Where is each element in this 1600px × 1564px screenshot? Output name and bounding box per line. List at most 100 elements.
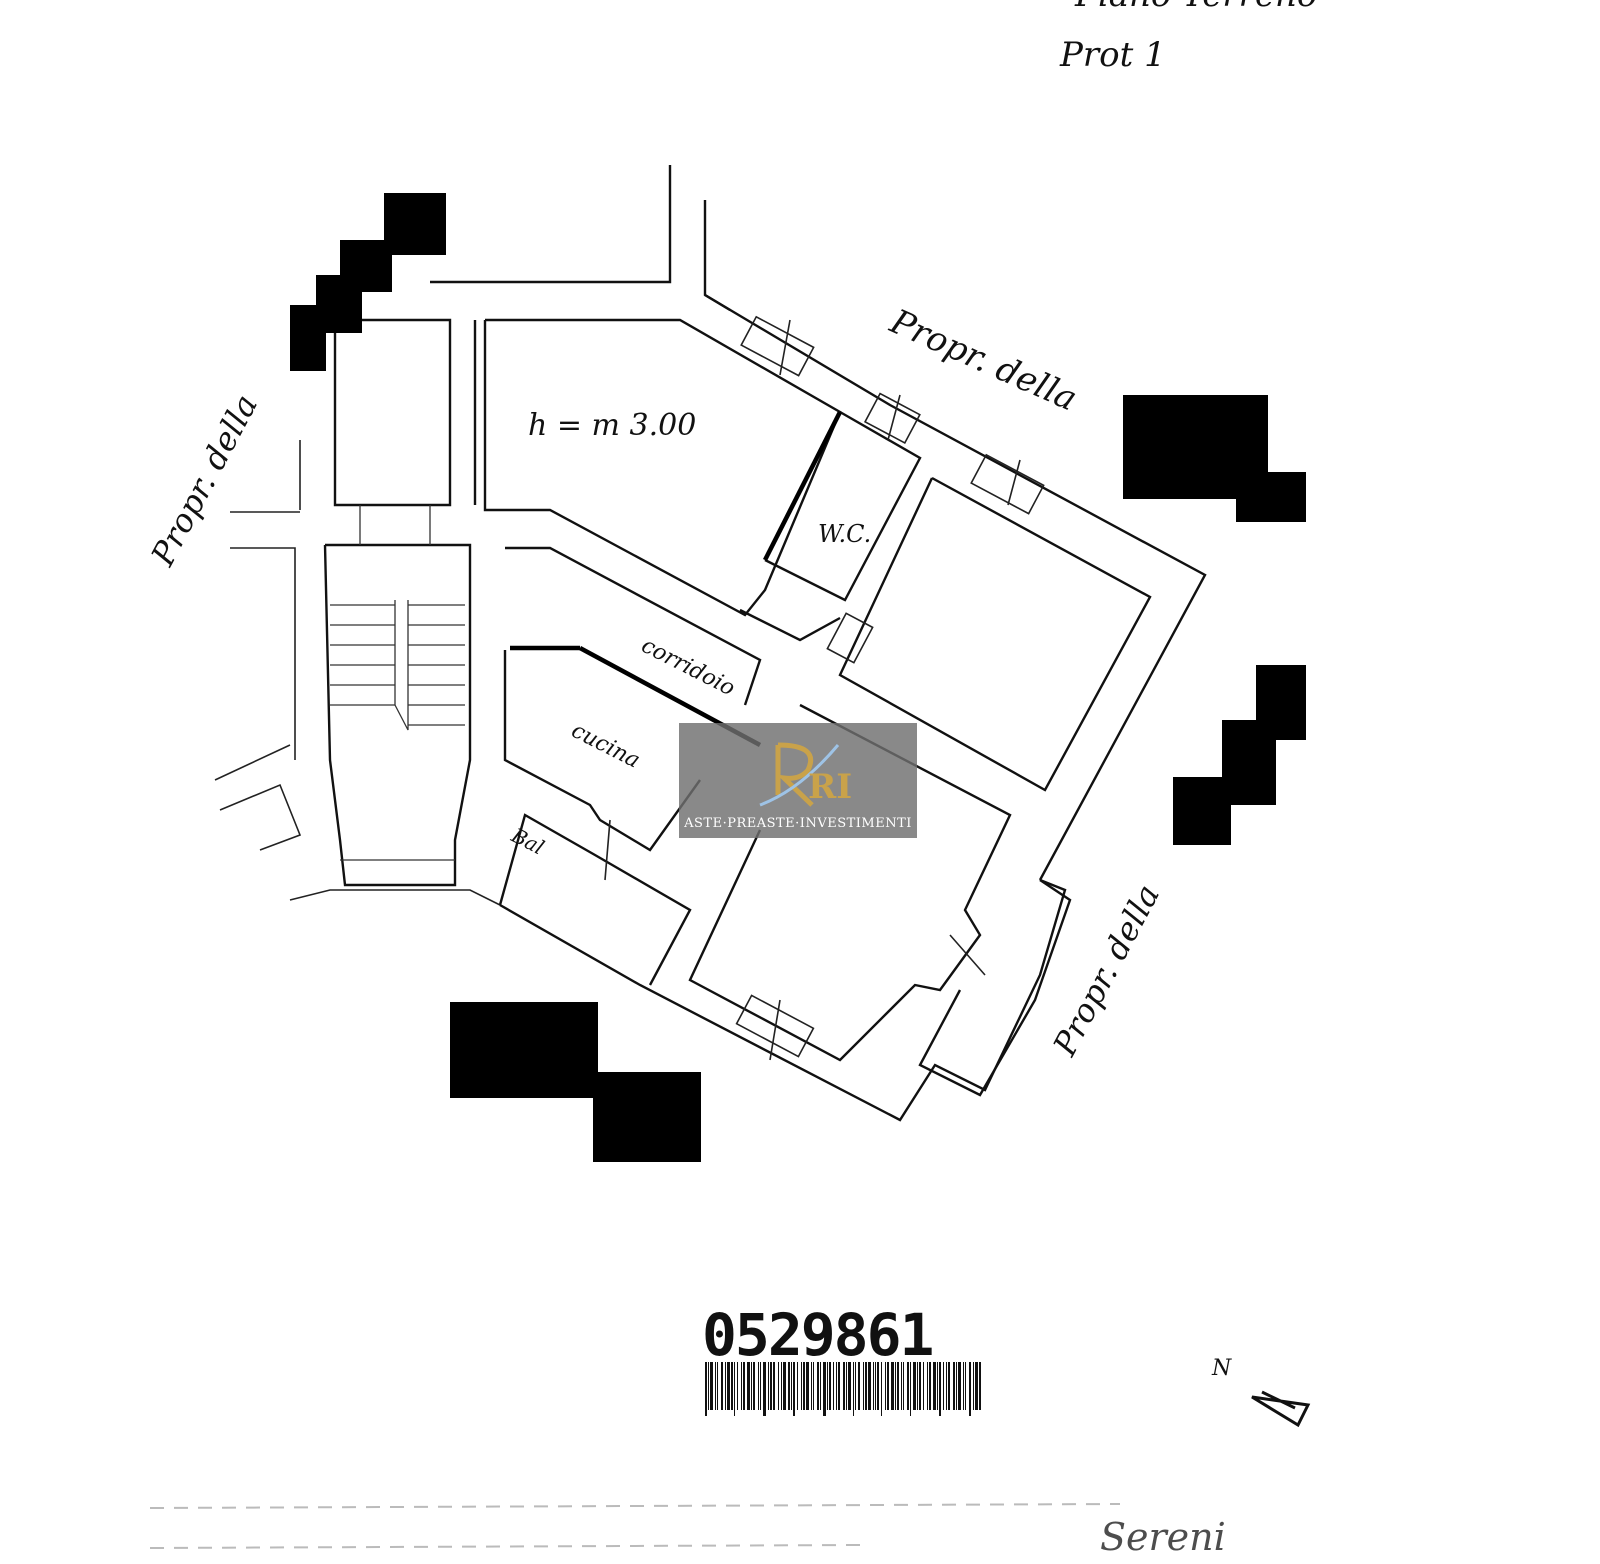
barcode-bar [910, 1362, 911, 1416]
corridor-label: corridoio [637, 633, 739, 701]
stairwell [214, 165, 731, 906]
barcode-bar [758, 1362, 759, 1410]
window-markers [604, 315, 1045, 1061]
barcode-bar [846, 1362, 847, 1410]
barcode-bar [855, 1362, 856, 1410]
barcode-number: 0529861 [702, 1301, 933, 1369]
barcode-bar [823, 1362, 826, 1416]
barcode-bar [956, 1362, 957, 1410]
barcode: 0529861 [702, 1301, 981, 1416]
barcode-bar [877, 1362, 879, 1410]
barcode-bar [797, 1362, 798, 1410]
barcode-bar [943, 1362, 944, 1410]
barcode-bars [705, 1362, 981, 1416]
sheet-note-line2: Prot 1 [1059, 35, 1166, 75]
barcode-bar [801, 1362, 802, 1410]
barcode-bar [979, 1362, 981, 1410]
barcode-bar [853, 1362, 854, 1416]
barcode-bar [743, 1362, 745, 1410]
barcode-bar [770, 1362, 772, 1410]
barcode-bar [731, 1362, 733, 1410]
barcode-bar [875, 1362, 876, 1410]
sheet-note-line1: Piano Terreno [1074, 0, 1317, 15]
barcode-bar [788, 1362, 790, 1410]
barcode-bar [741, 1362, 742, 1410]
barcode-bar [737, 1362, 738, 1410]
neighbor-top-right-label: Propr. della [883, 301, 1082, 419]
barcode-bar [717, 1362, 718, 1410]
barcode-bar [843, 1362, 845, 1410]
barcode-bar [705, 1362, 707, 1416]
barcode-bar [813, 1362, 814, 1410]
barcode-bar [778, 1362, 779, 1410]
barcode-bar [913, 1362, 916, 1410]
barcode-bar [923, 1362, 924, 1410]
barcode-bar [865, 1362, 867, 1410]
watermark: RI ASTE·PREASTE·INVESTIMENTI [679, 723, 917, 838]
barcode-bar [734, 1362, 735, 1416]
barcode-bar [948, 1362, 950, 1410]
barcode-bar [958, 1362, 961, 1410]
barcode-bar [760, 1362, 761, 1410]
barcode-bar [848, 1362, 851, 1410]
barcode-bar [937, 1362, 938, 1410]
barcode-bar [727, 1362, 730, 1410]
barcode-bar [838, 1362, 840, 1410]
barcode-bar [858, 1362, 860, 1410]
barcode-bar [751, 1362, 752, 1410]
apartment-walls [483, 293, 1207, 1122]
barcode-bar [885, 1362, 886, 1410]
barcode-bar [811, 1362, 812, 1410]
barcode-bar [969, 1362, 971, 1416]
watermark-logo-icon: RI [759, 742, 852, 807]
barcode-bar [953, 1362, 955, 1410]
room-height-label: h = m 3.00 [528, 408, 696, 443]
barcode-bar [721, 1362, 723, 1410]
redaction-blocks [290, 193, 1306, 1162]
barcode-bar [820, 1362, 821, 1410]
barcode-bar [793, 1362, 795, 1416]
faint-footer-text: Sereni [149, 1503, 1226, 1559]
kitchen-label: cucina [567, 718, 644, 773]
barcode-bar [725, 1362, 726, 1410]
barcode-bar [863, 1362, 864, 1410]
watermark-brand-text: ASTE·PREASTE·INVESTIMENTI [683, 816, 912, 831]
barcode-bar [973, 1362, 974, 1410]
barcode-bar [763, 1362, 766, 1416]
barcode-bar [919, 1362, 921, 1410]
barcode-bar [836, 1362, 837, 1410]
barcode-bar [881, 1362, 882, 1416]
barcode-bar [907, 1362, 909, 1410]
barcode-bar [873, 1362, 874, 1410]
north-arrow-icon [1251, 1390, 1311, 1428]
barcode-bar [791, 1362, 792, 1410]
barcode-bar [897, 1362, 899, 1410]
barcode-bar [708, 1362, 709, 1410]
barcode-bar [963, 1362, 964, 1410]
barcode-bar [927, 1362, 928, 1410]
barcode-bar [939, 1362, 941, 1416]
barcode-bar [933, 1362, 936, 1410]
barcode-bar [806, 1362, 809, 1410]
barcode-bar [901, 1362, 902, 1410]
barcode-bar [887, 1362, 889, 1410]
neighbor-right-label: Propr. della [1045, 878, 1167, 1062]
barcode-bar [965, 1362, 966, 1410]
barcode-bar [827, 1362, 828, 1410]
barcode-bar [895, 1362, 896, 1410]
watermark-monogram: RI [808, 767, 852, 807]
barcode-bar [903, 1362, 904, 1410]
barcode-bar [781, 1362, 782, 1410]
barcode-bar [868, 1362, 871, 1410]
barcode-bar [773, 1362, 775, 1410]
barcode-bar [891, 1362, 894, 1410]
barcode-bar [768, 1362, 769, 1410]
north-arrow: N [1211, 1356, 1311, 1428]
barcode-bar [817, 1362, 819, 1410]
barcode-bar [946, 1362, 947, 1410]
wc-label: W.C. [818, 520, 871, 548]
barcode-bar [747, 1362, 750, 1410]
barcode-bar [833, 1362, 834, 1410]
barcode-bar [803, 1362, 805, 1410]
